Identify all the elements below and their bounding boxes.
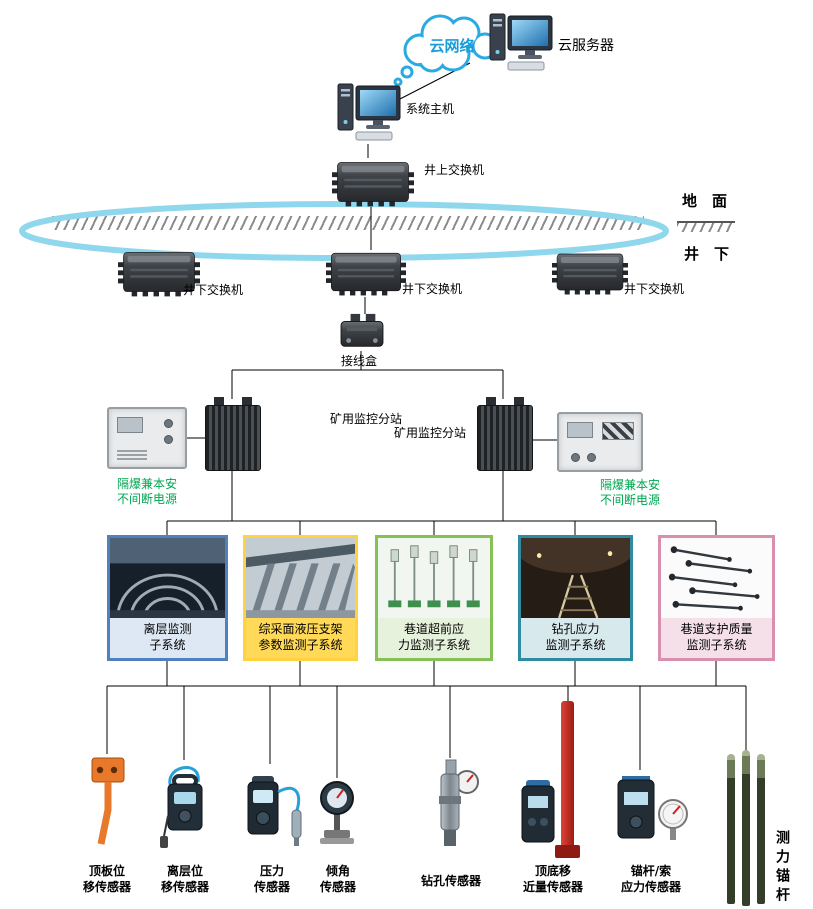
underground-label: 井 下 <box>684 245 730 263</box>
ground-label: 地 面 <box>682 192 728 210</box>
subsystem-separation-monitoring: 离层监测 子系统 <box>107 535 228 661</box>
subsystem-label: 巷道支护质量 监测子系统 <box>661 618 772 658</box>
junction-box-label: 接线盒 <box>341 354 378 368</box>
sensor-force-bolts-label: 测力锚杆 <box>774 830 790 906</box>
ups-warning-stripe <box>602 422 634 440</box>
ups-knob <box>164 419 173 428</box>
underground-switch-left-icon <box>118 246 200 298</box>
substation-right-icon <box>477 397 533 471</box>
substation-right-label: 矿用监控分站 <box>394 426 467 440</box>
sensor-force-bolts-icon <box>727 750 771 906</box>
subsystem-photo-mine-tunnel <box>521 538 630 618</box>
cloud-network-label: 云网络 <box>429 37 474 55</box>
force-bolt-rod <box>727 754 735 904</box>
sensor-anchor-stress-icon <box>612 768 692 856</box>
subsystem-support-quality: 巷道支护质量 监测子系统 <box>658 535 775 661</box>
cable-gland <box>242 397 252 406</box>
force-bolt-rod <box>742 750 750 906</box>
subsystem-label: 离层监测 子系统 <box>110 618 225 658</box>
subsystem-borehole-stress: 钻孔应力 监测子系统 <box>518 535 633 661</box>
cloud-server-label: 云服务器 <box>558 38 614 54</box>
sensor-separation-displacement-label: 离层位 移传感器 <box>160 864 209 894</box>
cable-gland <box>214 397 224 406</box>
sensor-convergence-label: 顶底移 近量传感器 <box>522 864 583 894</box>
underground-switch-right-icon <box>552 248 628 296</box>
ground-hatch-strip <box>52 216 644 230</box>
ups-left-label: 隔爆兼本安 不间断电源 <box>116 477 177 506</box>
ups-knob <box>164 435 173 444</box>
sensor-roof-displacement-icon <box>86 752 130 848</box>
surface-switch-label: 井上交换机 <box>424 163 485 177</box>
subsystem-label: 钻孔应力 监测子系统 <box>521 618 630 658</box>
sensor-anchor-stress-label: 锚杆/索 应力传感器 <box>620 864 681 894</box>
ups-right-label: 隔爆兼本安 不间断电源 <box>599 478 660 507</box>
underground-switch-right-label: 井下交换机 <box>624 282 685 296</box>
convergence-red-pole <box>561 701 574 847</box>
ups-window <box>117 417 143 433</box>
sensor-separation-displacement-icon <box>156 756 212 856</box>
cable-gland <box>486 397 496 406</box>
ups-window <box>567 422 593 438</box>
ups-right-icon <box>557 412 643 472</box>
junction-box-icon <box>337 312 387 352</box>
substation-body <box>205 405 261 471</box>
substation-left-icon <box>205 397 261 471</box>
subsystem-label: 综采面液压支架 参数监测子系统 <box>246 618 355 658</box>
subsystem-hydraulic-support: 综采面液压支架 参数监测子系统 <box>243 535 358 661</box>
cloud-server-icon <box>488 12 554 72</box>
subsystem-photo-stress-meters <box>378 538 490 618</box>
subsystem-photo-tunnel <box>110 538 225 618</box>
ups-grille <box>117 448 147 460</box>
ups-left-icon <box>107 407 187 469</box>
ups-knob <box>587 453 596 462</box>
surface-switch-icon <box>332 156 414 208</box>
underground-switch-mid-icon <box>326 247 406 297</box>
substation-left-label: 矿用监控分站 <box>330 412 403 426</box>
system-host-label: 系统主机 <box>406 102 455 116</box>
subsystem-advance-stress: 巷道超前应 力监测子系统 <box>375 535 493 661</box>
substation-body <box>477 405 533 471</box>
sensor-borehole-label: 钻孔传感器 <box>420 874 481 888</box>
sensor-pressure-label: 压力 传感器 <box>253 864 290 894</box>
sensor-borehole-icon <box>424 756 480 856</box>
sensor-pressure-icon <box>240 762 306 854</box>
convergence-pole-base <box>555 845 580 858</box>
ups-knob <box>571 453 580 462</box>
sensor-roof-displacement-label: 顶板位 移传感器 <box>82 864 131 894</box>
force-bolt-rod <box>757 754 765 904</box>
sensor-convergence-icon <box>514 772 562 856</box>
subsystem-photo-supports <box>246 538 355 618</box>
subsystem-photo-anchor-bolts <box>661 538 772 618</box>
sensor-tilt-icon <box>316 776 358 854</box>
underground-switch-left-label: 井下交换机 <box>183 283 244 297</box>
underground-switch-mid-label: 井下交换机 <box>402 282 463 296</box>
subsystem-label: 巷道超前应 力监测子系统 <box>378 618 490 658</box>
system-host-icon <box>336 82 402 142</box>
ground-hatch-right <box>677 221 735 232</box>
cable-gland <box>514 397 524 406</box>
sensor-tilt-label: 倾角 传感器 <box>319 864 356 894</box>
